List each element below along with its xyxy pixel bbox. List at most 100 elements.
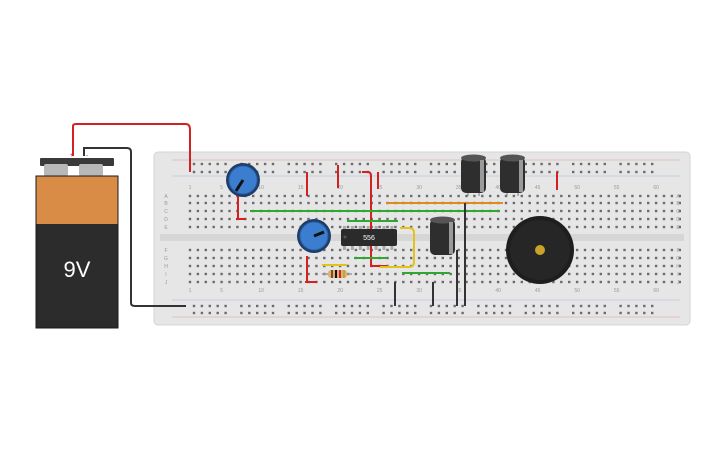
breadboard-hole[interactable] bbox=[662, 201, 666, 205]
breadboard-hole[interactable] bbox=[607, 225, 610, 229]
breadboard-hole[interactable] bbox=[607, 217, 610, 221]
breadboard-hole[interactable] bbox=[311, 170, 314, 174]
breadboard-hole[interactable] bbox=[271, 304, 275, 308]
breadboard-hole[interactable] bbox=[390, 311, 393, 315]
breadboard-hole[interactable] bbox=[259, 201, 263, 205]
breadboard-hole[interactable] bbox=[556, 304, 559, 308]
breadboard-hole[interactable] bbox=[283, 256, 286, 260]
breadboard-hole[interactable] bbox=[394, 225, 397, 229]
breadboard-hole[interactable] bbox=[670, 217, 674, 221]
breadboard-hole[interactable] bbox=[378, 217, 381, 221]
breadboard-hole[interactable] bbox=[287, 304, 290, 308]
breadboard-hole[interactable] bbox=[639, 217, 642, 221]
breadboard-hole[interactable] bbox=[417, 256, 421, 260]
breadboard-hole[interactable] bbox=[350, 311, 354, 315]
breadboard-hole[interactable] bbox=[599, 248, 602, 252]
breadboard-hole[interactable] bbox=[378, 248, 381, 252]
breadboard-hole[interactable] bbox=[496, 225, 500, 229]
breadboard-hole[interactable] bbox=[323, 217, 326, 221]
breadboard-hole[interactable] bbox=[252, 264, 255, 268]
breadboard-hole[interactable] bbox=[299, 201, 302, 205]
breadboard-hole[interactable] bbox=[591, 264, 595, 268]
breadboard-hole[interactable] bbox=[654, 201, 658, 205]
breadboard-hole[interactable] bbox=[603, 311, 606, 315]
breadboard-hole[interactable] bbox=[220, 194, 223, 198]
piezo-buzzer-icon[interactable] bbox=[506, 216, 574, 284]
breadboard-hole[interactable] bbox=[271, 162, 275, 166]
breadboard-hole[interactable] bbox=[216, 304, 219, 308]
breadboard-hole[interactable] bbox=[346, 217, 350, 221]
breadboard-hole[interactable] bbox=[417, 225, 421, 229]
breadboard-hole[interactable] bbox=[670, 280, 674, 284]
breadboard-hole[interactable] bbox=[402, 256, 405, 260]
breadboard-hole[interactable] bbox=[204, 209, 207, 213]
breadboard-hole[interactable] bbox=[575, 225, 579, 229]
breadboard-hole[interactable] bbox=[575, 209, 579, 213]
breadboard-hole[interactable] bbox=[224, 170, 227, 174]
breadboard-hole[interactable] bbox=[457, 225, 460, 229]
breadboard-hole[interactable] bbox=[204, 272, 207, 276]
breadboard-hole[interactable] bbox=[346, 248, 350, 252]
breadboard-hole[interactable] bbox=[607, 201, 610, 205]
breadboard-hole[interactable] bbox=[311, 311, 314, 315]
breadboard-hole[interactable] bbox=[366, 311, 369, 315]
breadboard-hole[interactable] bbox=[429, 311, 433, 315]
breadboard-hole[interactable] bbox=[378, 272, 381, 276]
breadboard-hole[interactable] bbox=[643, 304, 646, 308]
breadboard-hole[interactable] bbox=[224, 304, 227, 308]
breadboard-hole[interactable] bbox=[283, 225, 286, 229]
breadboard-hole[interactable] bbox=[449, 264, 452, 268]
breadboard-hole[interactable] bbox=[311, 162, 314, 166]
breadboard-hole[interactable] bbox=[212, 264, 215, 268]
breadboard-hole[interactable] bbox=[335, 304, 338, 308]
breadboard-hole[interactable] bbox=[346, 194, 350, 198]
breadboard-hole[interactable] bbox=[662, 256, 666, 260]
breadboard-hole[interactable] bbox=[453, 162, 456, 166]
breadboard-hole[interactable] bbox=[354, 201, 358, 205]
breadboard-hole[interactable] bbox=[224, 162, 227, 166]
breadboard-hole[interactable] bbox=[188, 209, 192, 213]
breadboard-hole[interactable] bbox=[382, 162, 385, 166]
breadboard-hole[interactable] bbox=[398, 304, 401, 308]
breadboard-hole[interactable] bbox=[331, 201, 334, 205]
breadboard-hole[interactable] bbox=[267, 248, 271, 252]
breadboard-hole[interactable] bbox=[394, 272, 397, 276]
breadboard-hole[interactable] bbox=[552, 209, 555, 213]
breadboard-hole[interactable] bbox=[473, 272, 476, 276]
breadboard-hole[interactable] bbox=[410, 194, 413, 198]
breadboard-hole[interactable] bbox=[461, 311, 464, 315]
breadboard-hole[interactable] bbox=[346, 280, 350, 284]
potentiometer-icon[interactable] bbox=[297, 219, 331, 253]
breadboard-hole[interactable] bbox=[548, 304, 551, 308]
breadboard-hole[interactable] bbox=[283, 248, 286, 252]
breadboard-hole[interactable] bbox=[631, 201, 634, 205]
breadboard-hole[interactable] bbox=[489, 256, 492, 260]
breadboard-hole[interactable] bbox=[236, 225, 239, 229]
breadboard-hole[interactable] bbox=[623, 217, 626, 221]
breadboard-hole[interactable] bbox=[481, 256, 484, 260]
electrolytic-capacitor-icon[interactable] bbox=[430, 216, 455, 256]
breadboard-hole[interactable] bbox=[579, 304, 583, 308]
breadboard-hole[interactable] bbox=[575, 248, 579, 252]
breadboard-hole[interactable] bbox=[196, 201, 200, 205]
breadboard-hole[interactable] bbox=[303, 162, 306, 166]
breadboard-hole[interactable] bbox=[583, 256, 587, 260]
breadboard-hole[interactable] bbox=[583, 201, 587, 205]
breadboard-hole[interactable] bbox=[295, 162, 298, 166]
breadboard-hole[interactable] bbox=[520, 209, 523, 213]
breadboard-hole[interactable] bbox=[354, 217, 358, 221]
breadboard-hole[interactable] bbox=[386, 272, 389, 276]
breadboard-hole[interactable] bbox=[670, 248, 674, 252]
breadboard-hole[interactable] bbox=[425, 225, 429, 229]
breadboard-hole[interactable] bbox=[662, 280, 666, 284]
breadboard-hole[interactable] bbox=[275, 280, 279, 284]
breadboard-hole[interactable] bbox=[406, 304, 409, 308]
breadboard-hole[interactable] bbox=[417, 194, 421, 198]
breadboard-hole[interactable] bbox=[662, 248, 666, 252]
breadboard-hole[interactable] bbox=[244, 248, 247, 252]
breadboard-hole[interactable] bbox=[331, 225, 334, 229]
breadboard-hole[interactable] bbox=[256, 311, 259, 315]
breadboard-hole[interactable] bbox=[504, 256, 508, 260]
breadboard-hole[interactable] bbox=[291, 248, 294, 252]
breadboard-hole[interactable] bbox=[188, 280, 192, 284]
